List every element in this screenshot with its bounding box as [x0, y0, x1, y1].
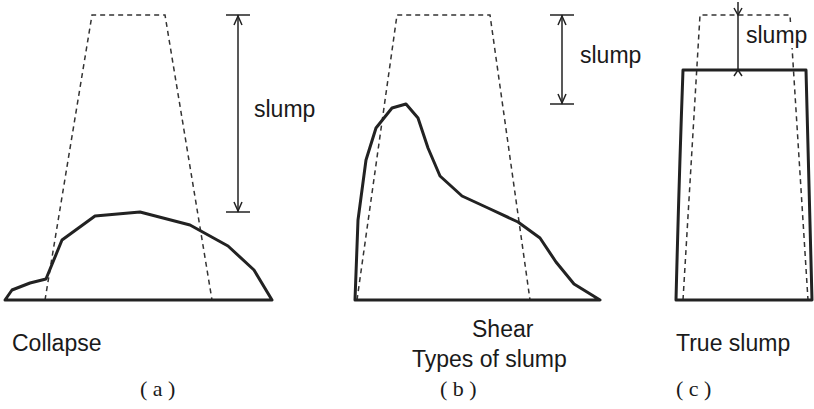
type-label: Collapse	[12, 330, 102, 356]
figure-letter: ( c )	[676, 376, 711, 401]
type-label: Shear	[472, 316, 533, 342]
figure-letter: ( a )	[140, 376, 175, 401]
figure-letter: ( b )	[440, 376, 477, 401]
dimension-label: slump	[578, 42, 643, 68]
concrete-outline	[5, 70, 812, 300]
cone-outline	[45, 15, 808, 300]
slump-dimension	[226, 2, 742, 212]
dimension-label: slump	[252, 96, 317, 122]
figure-caption: Types of slump	[412, 346, 567, 372]
dimension-label: slump	[744, 22, 809, 48]
type-label: True slump	[676, 330, 790, 356]
